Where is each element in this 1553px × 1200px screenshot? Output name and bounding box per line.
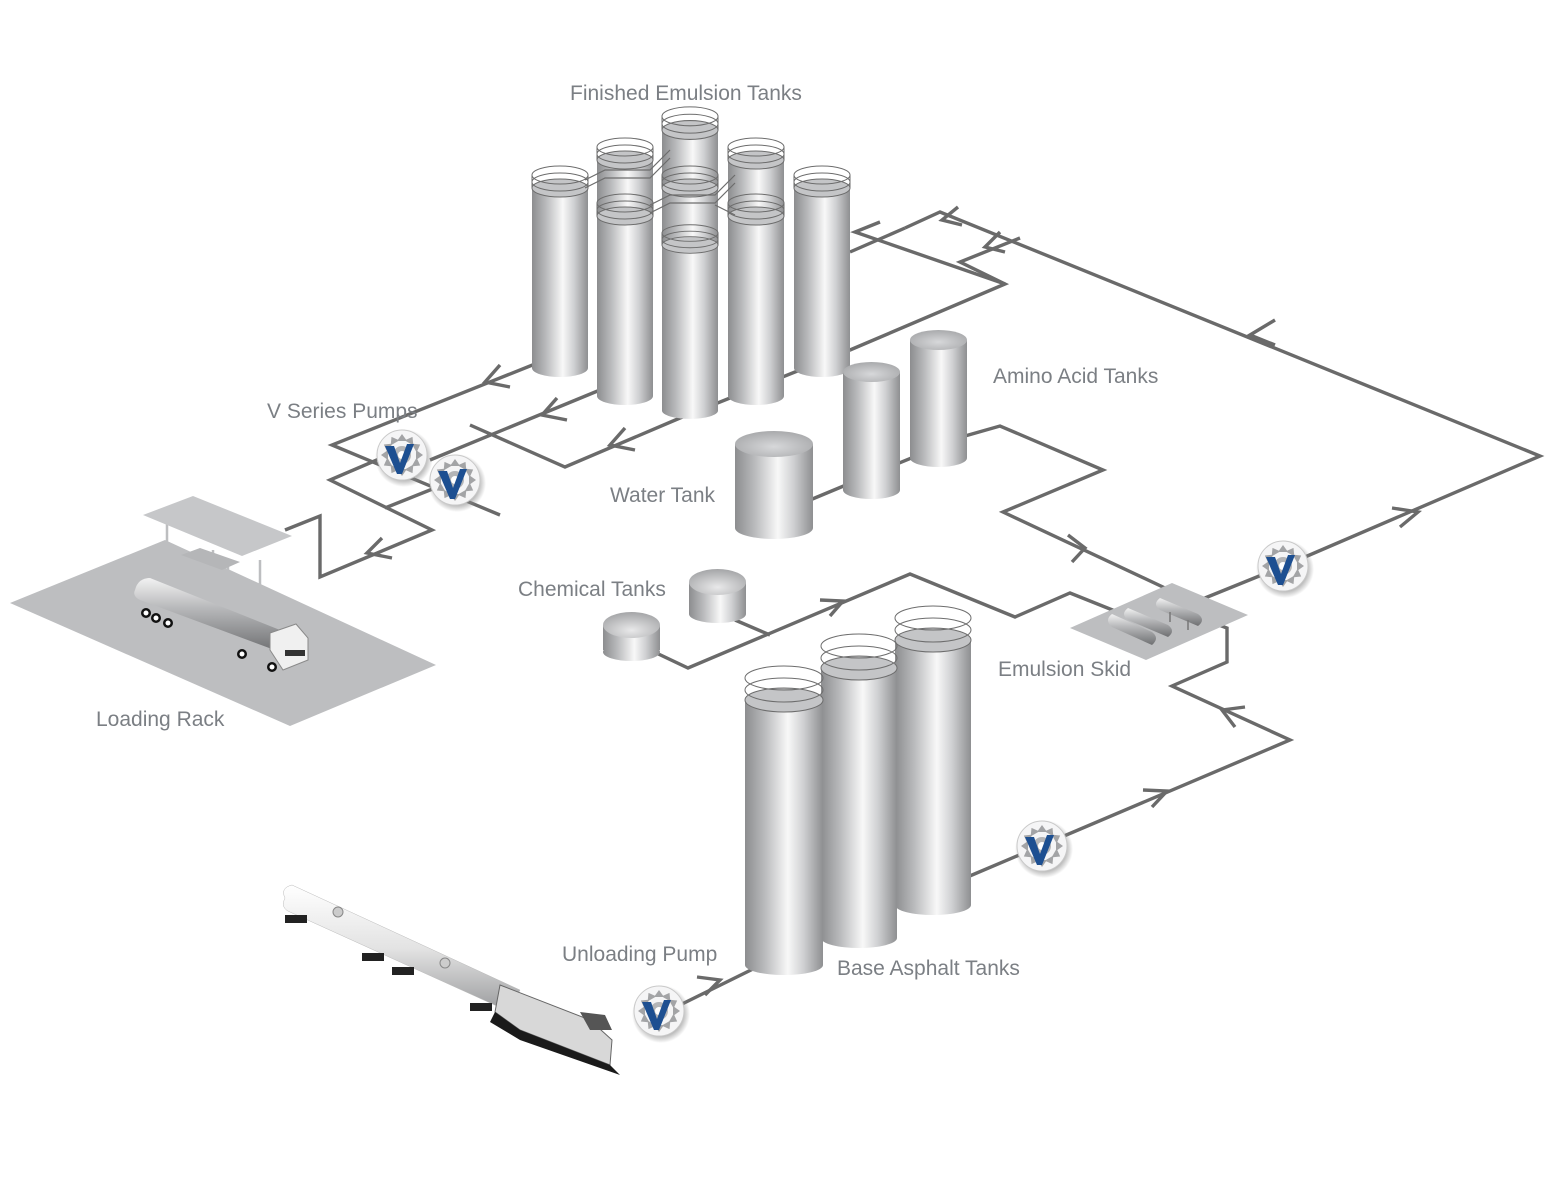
tanker-truck-icon — [134, 578, 309, 672]
label-amino-acid-tanks: Amino Acid Tanks — [993, 365, 1158, 388]
chemical-tanks — [603, 569, 746, 661]
pipe-top-branch-c — [850, 220, 1006, 286]
unloading-pump-icon[interactable] — [631, 984, 691, 1044]
base-asphalt-pump-icon[interactable] — [1014, 819, 1074, 879]
loading-rack — [10, 496, 436, 726]
flow-arrow — [1218, 705, 1246, 729]
pipe-unloading-to-base — [679, 966, 756, 1007]
v-series-pump-icon[interactable] — [374, 428, 434, 488]
label-loading-rack: Loading Rack — [96, 708, 225, 731]
emulsion-skid-pump-icon[interactable] — [1255, 539, 1315, 599]
flow-arrow — [481, 363, 511, 389]
flow-arrow — [538, 396, 568, 422]
flow-arrow — [1391, 506, 1422, 529]
pipe-skid-down — [964, 616, 1295, 880]
finished-tank — [596, 193, 654, 406]
pipe-finished-out-3 — [469, 416, 681, 469]
base-asphalt-tanks — [744, 605, 972, 975]
chemical-tank — [603, 612, 660, 661]
amino-tank — [910, 330, 967, 467]
pipe-chemical-branch — [734, 618, 771, 637]
walkways — [584, 149, 736, 216]
chemical-tank — [689, 569, 746, 623]
base-asphalt-tank — [894, 605, 972, 915]
finished-tank — [727, 193, 785, 406]
flow-arrow — [606, 426, 636, 452]
finished-emulsion-tanks — [531, 106, 851, 420]
water-tank — [735, 431, 813, 539]
base-asphalt-tank — [820, 633, 898, 948]
label-v-series-pumps: V Series Pumps — [267, 400, 418, 423]
finished-tank — [531, 165, 589, 378]
label-base-asphalt-tanks: Base Asphalt Tanks — [837, 957, 1020, 980]
emulsion-skid — [1070, 583, 1248, 660]
flow-arrow — [363, 536, 393, 560]
label-unloading-pump: Unloading Pump — [562, 943, 717, 966]
v-series-pump-icon[interactable] — [427, 453, 487, 513]
canopy-lower-roof — [181, 548, 240, 570]
flow-arrow — [1246, 318, 1276, 347]
flow-arrow — [1066, 533, 1088, 564]
flow-arrow — [938, 205, 963, 227]
pipe-chemical-to-skid — [649, 572, 1121, 670]
loading-rack-slab — [10, 540, 436, 726]
finished-tank — [661, 224, 719, 420]
label-finished-emulsion-tanks: Finished Emulsion Tanks — [570, 82, 802, 105]
flow-arrow — [696, 975, 724, 997]
canopy-roof — [143, 496, 292, 556]
pipe-finished-out-2 — [429, 388, 601, 462]
amino-tank — [843, 362, 900, 499]
skid-vessel — [1108, 598, 1202, 645]
flow-arrow — [1142, 788, 1171, 809]
finished-tank — [793, 165, 851, 378]
flow-arrow — [981, 230, 1006, 254]
rail-tank-car-train-icon — [283, 884, 620, 1075]
pipe-skid-to-finished-return — [904, 210, 1545, 602]
label-water-tank: Water Tank — [610, 484, 716, 507]
amino-acid-tanks — [843, 330, 967, 499]
flow-arrow — [819, 598, 847, 618]
label-chemical-tanks: Chemical Tanks — [518, 578, 666, 601]
label-emulsion-skid: Emulsion Skid — [998, 658, 1131, 681]
base-asphalt-tank — [744, 665, 824, 975]
